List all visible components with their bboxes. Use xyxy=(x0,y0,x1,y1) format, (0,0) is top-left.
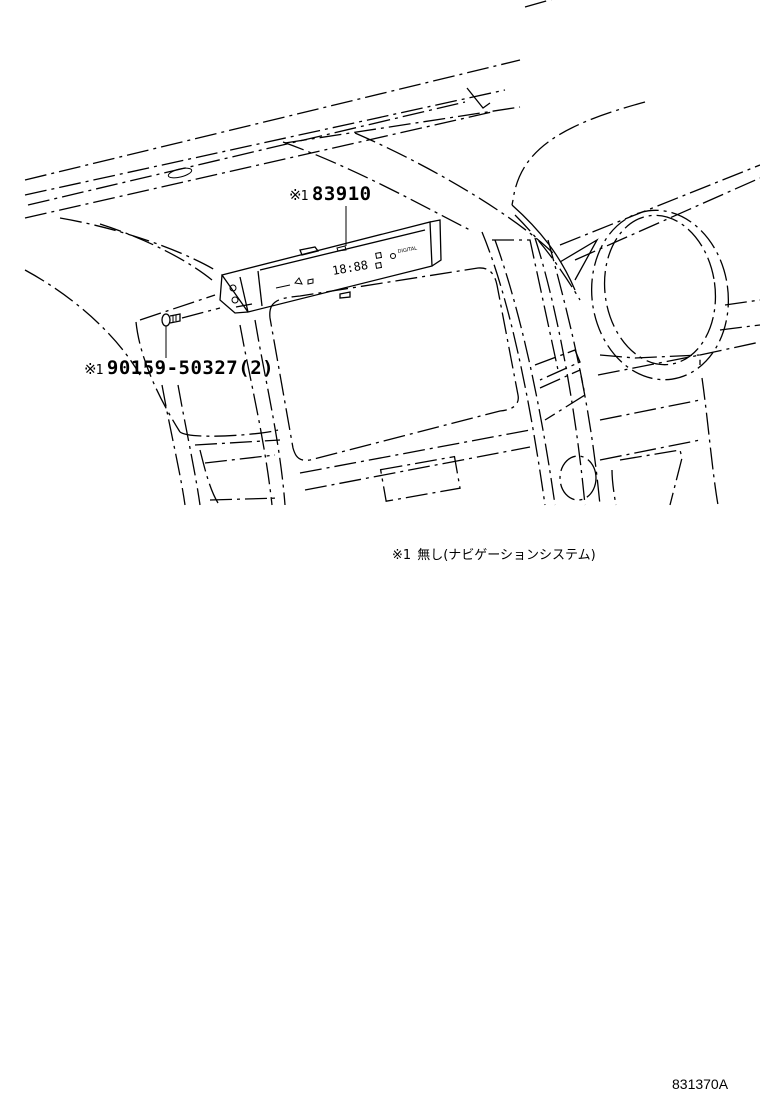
reference-mark: ※ xyxy=(84,360,97,378)
clock-unit: 18:88 DIGITAL xyxy=(219,219,442,314)
dash-cowl xyxy=(24,132,556,376)
part-number: 90159-50327 xyxy=(106,357,239,379)
illustration-code: 831370A xyxy=(672,1076,729,1092)
center-display-opening xyxy=(239,267,531,506)
svg-text:18:88: 18:88 xyxy=(331,258,369,278)
dash-top-edge xyxy=(24,0,552,219)
meter-hood xyxy=(511,101,760,381)
footnote-ref: 1 xyxy=(402,548,412,563)
screw xyxy=(161,307,221,327)
center-stack-right xyxy=(481,231,719,506)
part-number: 83910 xyxy=(311,183,372,205)
svg-text:DIGITAL: DIGITAL xyxy=(397,246,418,255)
reference-mark: ※ xyxy=(289,186,302,204)
footnote-text: 無し(ナビゲーションシステム) xyxy=(417,548,596,563)
part-quantity: (2) xyxy=(238,357,275,379)
footnote: ※1 無し(ナビゲーションシステム) xyxy=(392,544,596,563)
reference-number: 1 xyxy=(300,189,309,204)
left-air-vent xyxy=(135,294,281,506)
footnote-mark: ※ xyxy=(392,548,403,563)
reference-number: 1 xyxy=(95,363,104,378)
